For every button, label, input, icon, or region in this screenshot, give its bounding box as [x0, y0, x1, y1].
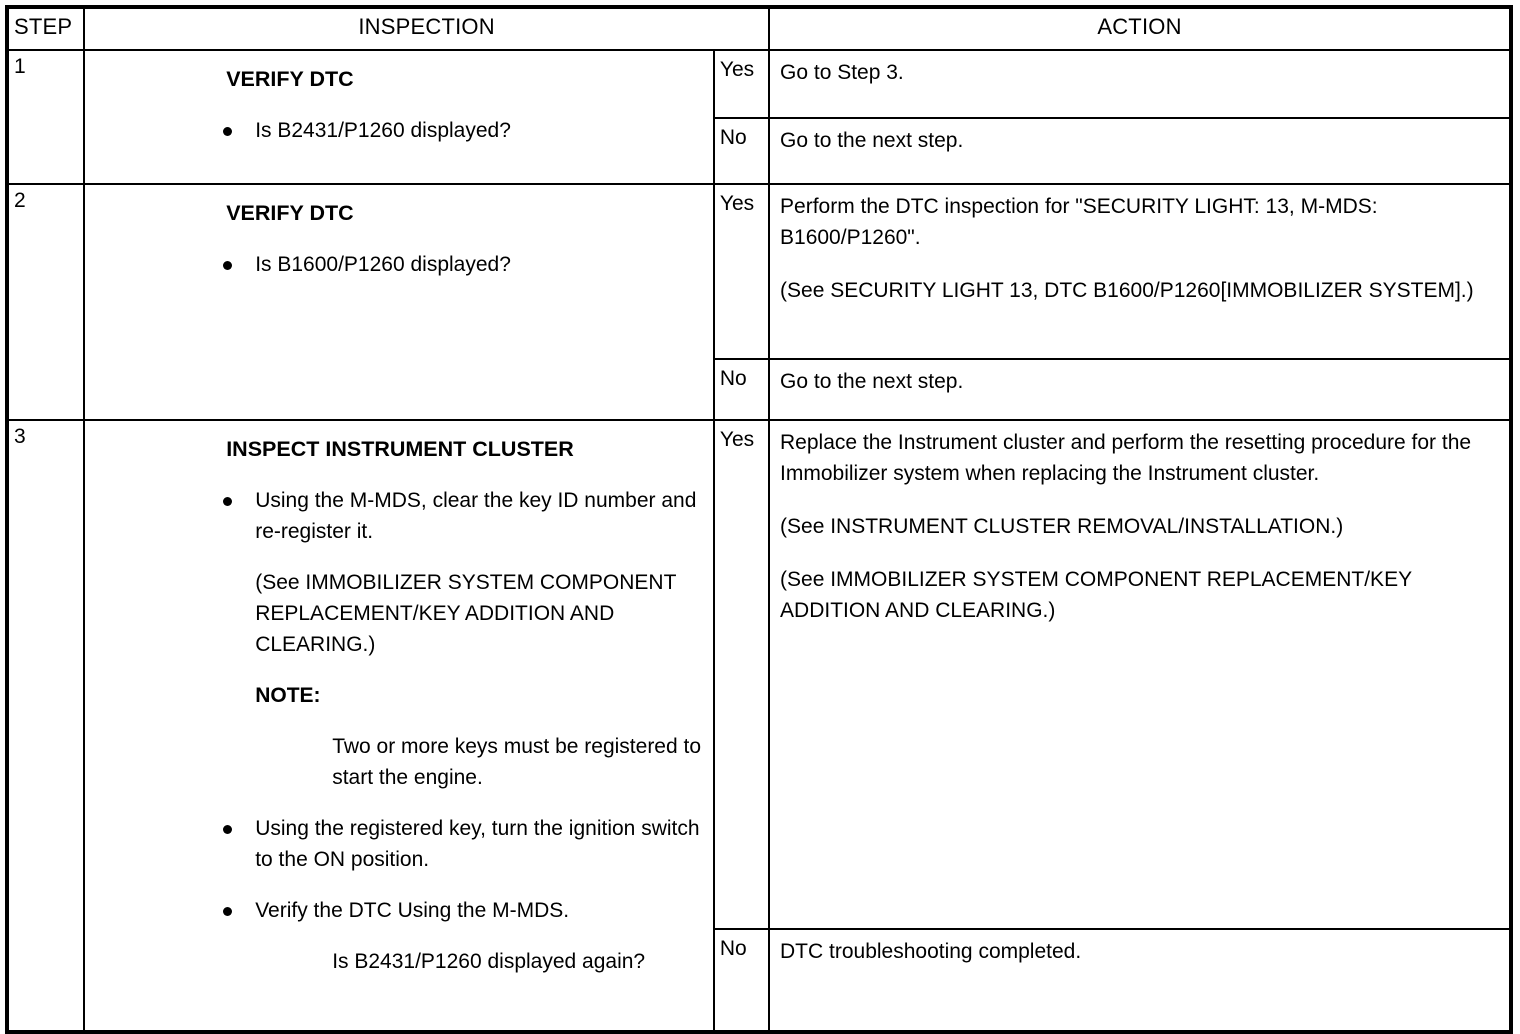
filled-bullet-icon [223, 127, 233, 136]
dtc-troubleshooting-table: STEP INSPECTION ACTION 1 VERIFY DTC Is B… [5, 5, 1513, 1034]
inspection-bullet-text: Using the registered key, turn the ignit… [255, 817, 700, 871]
column-header-action: ACTION [768, 6, 1512, 51]
action-cell-no: Go to the next step. [768, 117, 1512, 185]
step-number: 3 [5, 419, 86, 1033]
table-row: 2 VERIFY DTC Is B1600/P1260 displayed? Y… [5, 183, 1512, 421]
action-cell-no: Go to the next step. [768, 358, 1512, 421]
step-number: 1 [5, 49, 86, 185]
inspection-cell: VERIFY DTC Is B1600/P1260 displayed? [83, 183, 715, 421]
inspection-sub-item: Two or more keys must be registered to s… [295, 731, 703, 793]
answer-label-yes: Yes [712, 419, 771, 930]
inspection-bullet-text: Using the M-MDS, clear the key ID number… [255, 489, 697, 543]
filled-bullet-icon [223, 497, 233, 506]
action-reference: (See SECURITY LIGHT 13, DTC B1600/P1260[… [780, 279, 1474, 302]
answer-label-no: No [712, 928, 771, 1033]
inspection-bullet-item: Is B1600/P1260 displayed? [218, 249, 703, 280]
inspection-title: INSPECT INSTRUMENT CLUSTER [226, 437, 574, 461]
filled-bullet-icon [223, 261, 233, 270]
action-paragraph: Go to Step 3. [780, 61, 904, 84]
action-reference: (See INSTRUMENT CLUSTER REMOVAL/INSTALLA… [780, 515, 1344, 538]
answer-label-no: No [712, 358, 771, 421]
action-cell-yes: Perform the DTC inspection for "SECURITY… [768, 183, 1512, 360]
filled-bullet-icon [223, 825, 233, 834]
column-header-step: STEP [5, 6, 86, 51]
inspection-title: VERIFY DTC [226, 67, 354, 91]
table-row: 1 VERIFY DTC Is B2431/P1260 displayed? Y… [5, 49, 1512, 185]
inspection-cell: VERIFY DTC Is B2431/P1260 displayed? [83, 49, 715, 185]
action-paragraph: Go to the next step. [780, 370, 964, 393]
diagnostic-table-sheet: STEP INSPECTION ACTION 1 VERIFY DTC Is B… [5, 5, 1513, 1034]
action-cell-no: DTC troubleshooting completed. [768, 928, 1512, 1033]
answer-label-yes: Yes [712, 49, 771, 119]
action-cell-yes: Go to Step 3. [768, 49, 1512, 119]
action-paragraph: Go to the next step. [780, 129, 964, 152]
action-paragraph: Perform the DTC inspection for "SECURITY… [780, 195, 1378, 249]
step-number: 2 [5, 183, 86, 421]
column-header-inspection: INSPECTION [83, 6, 771, 51]
action-cell-yes: Replace the Instrument cluster and perfo… [768, 419, 1512, 930]
inspection-bullet-text: Is B1600/P1260 displayed? [255, 253, 511, 276]
action-paragraph: DTC troubleshooting completed. [780, 940, 1082, 963]
inspection-bullet-item: Using the M-MDS, clear the key ID number… [218, 485, 703, 547]
action-paragraph: Replace the Instrument cluster and perfo… [780, 431, 1472, 485]
answer-label-no: No [712, 117, 771, 185]
answer-label-yes: Yes [712, 183, 771, 360]
inspection-reference: (See IMMOBILIZER SYSTEM COMPONENT REPLAC… [255, 571, 677, 656]
inspection-title: VERIFY DTC [226, 201, 354, 225]
inspection-note-label: NOTE: [255, 684, 321, 707]
table-row: No Go to the next step. [7, 117, 1512, 185]
table-header-row: STEP INSPECTION ACTION [5, 6, 1512, 51]
inspection-cell: INSPECT INSTRUMENT CLUSTER Using the M-M… [83, 419, 715, 1033]
inspection-bullet-item: Verify the DTC Using the M-MDS. [218, 895, 703, 926]
table-row: 3 INSPECT INSTRUMENT CLUSTER Using the M… [5, 419, 1512, 1033]
inspection-bullet-text: Is B2431/P1260 displayed? [255, 119, 511, 142]
table-row: No Go to the next step. [7, 358, 1512, 421]
inspection-sub-text: Is B2431/P1260 displayed again? [332, 950, 646, 973]
inspection-sub-text: Two or more keys must be registered to s… [332, 735, 702, 789]
inspection-bullet-item: Is B2431/P1260 displayed? [218, 115, 703, 146]
inspection-sub-item: Is B2431/P1260 displayed again? [295, 946, 703, 977]
filled-bullet-icon [223, 907, 233, 916]
inspection-bullet-text: Verify the DTC Using the M-MDS. [255, 899, 570, 922]
action-reference: (See IMMOBILIZER SYSTEM COMPONENT REPLAC… [780, 568, 1412, 622]
inspection-bullet-item: Using the registered key, turn the ignit… [218, 813, 703, 875]
